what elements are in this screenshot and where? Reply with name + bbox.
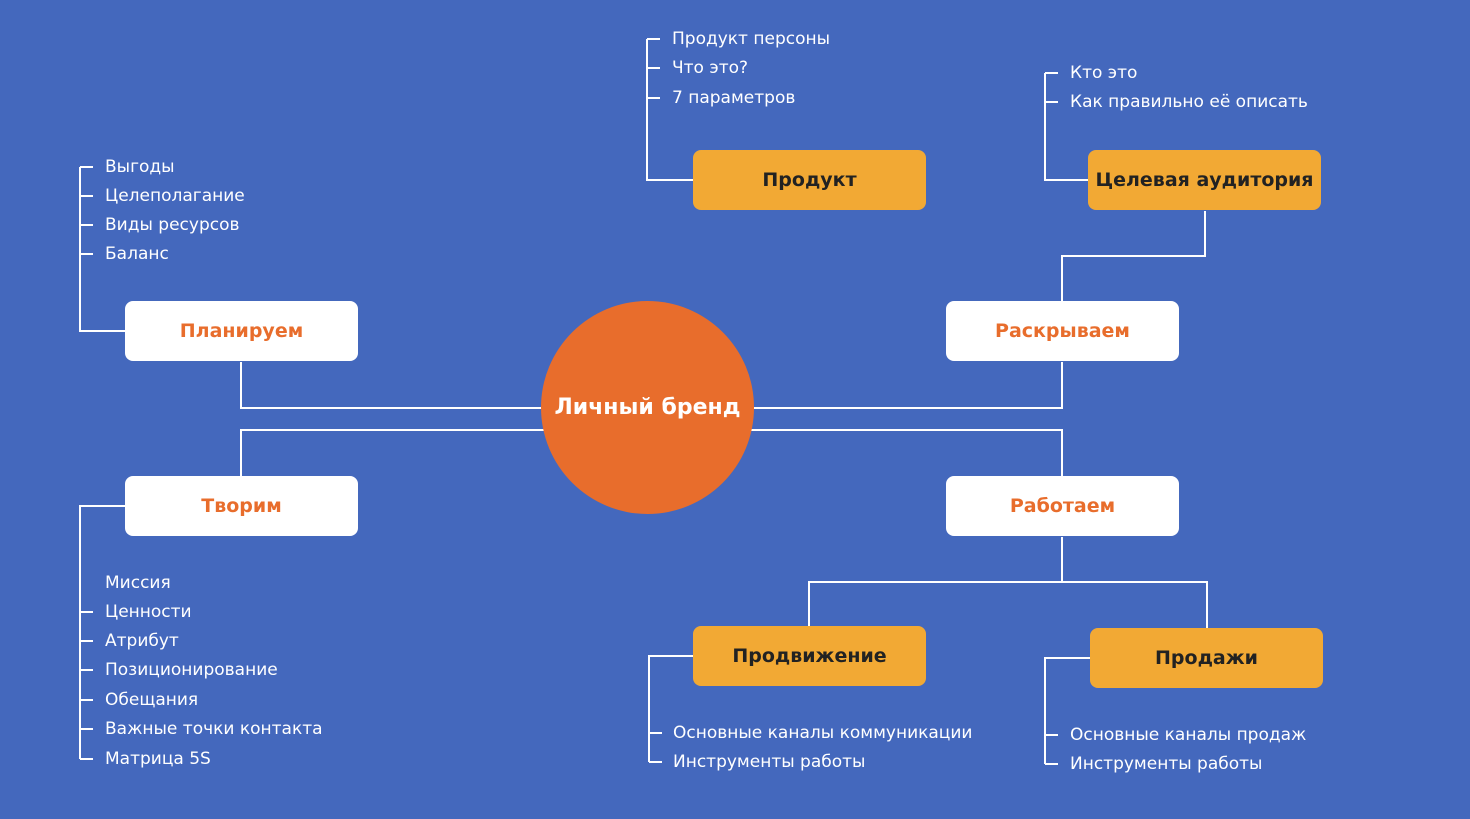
node-plan: Планируем <box>125 301 358 361</box>
node-sales-label: Продажи <box>1155 647 1258 669</box>
create-item: Важные точки контакта <box>105 719 323 739</box>
sales-item: Основные каналы продаж <box>1070 725 1307 745</box>
promotion-item: Инструменты работы <box>673 752 866 772</box>
create-item: Позиционирование <box>105 660 278 680</box>
create-item: Атрибут <box>105 631 179 651</box>
node-promotion: Продвижение <box>693 626 926 686</box>
create-item: Миссия <box>105 573 171 593</box>
create-item: Обещания <box>105 690 199 710</box>
node-sales: Продажи <box>1090 628 1323 688</box>
node-product: Продукт <box>693 150 926 210</box>
node-reveal: Раскрываем <box>946 301 1179 361</box>
plan-item: Баланс <box>105 244 169 264</box>
node-product-label: Продукт <box>762 169 857 191</box>
node-create-label: Творим <box>201 495 282 517</box>
product-item: 7 параметров <box>672 88 796 108</box>
plan-item: Выгоды <box>105 157 175 177</box>
center-node: Личный бренд <box>541 301 754 514</box>
audience-item: Кто это <box>1070 63 1138 83</box>
sales-item: Инструменты работы <box>1070 754 1263 774</box>
node-work: Работаем <box>946 476 1179 536</box>
plan-item: Виды ресурсов <box>105 215 240 235</box>
create-item: Ценности <box>105 602 192 622</box>
audience-item: Как правильно её описать <box>1070 92 1308 112</box>
product-item: Продукт персоны <box>672 29 831 49</box>
product-item: Что это? <box>672 58 749 78</box>
node-work-label: Работаем <box>1009 495 1116 517</box>
center-label: Личный бренд <box>554 395 741 420</box>
node-plan-label: Планируем <box>179 320 304 342</box>
node-create: Творим <box>125 476 358 536</box>
plan-item: Целеполагание <box>105 186 245 206</box>
create-item: Матрица 5S <box>105 749 211 769</box>
node-reveal-label: Раскрываем <box>995 320 1130 342</box>
node-promotion-label: Продвижение <box>732 645 887 667</box>
node-audience: Целевая аудитория <box>1088 150 1321 210</box>
promotion-item: Основные каналы коммуникации <box>673 723 973 743</box>
node-audience-label: Целевая аудитория <box>1095 169 1314 191</box>
